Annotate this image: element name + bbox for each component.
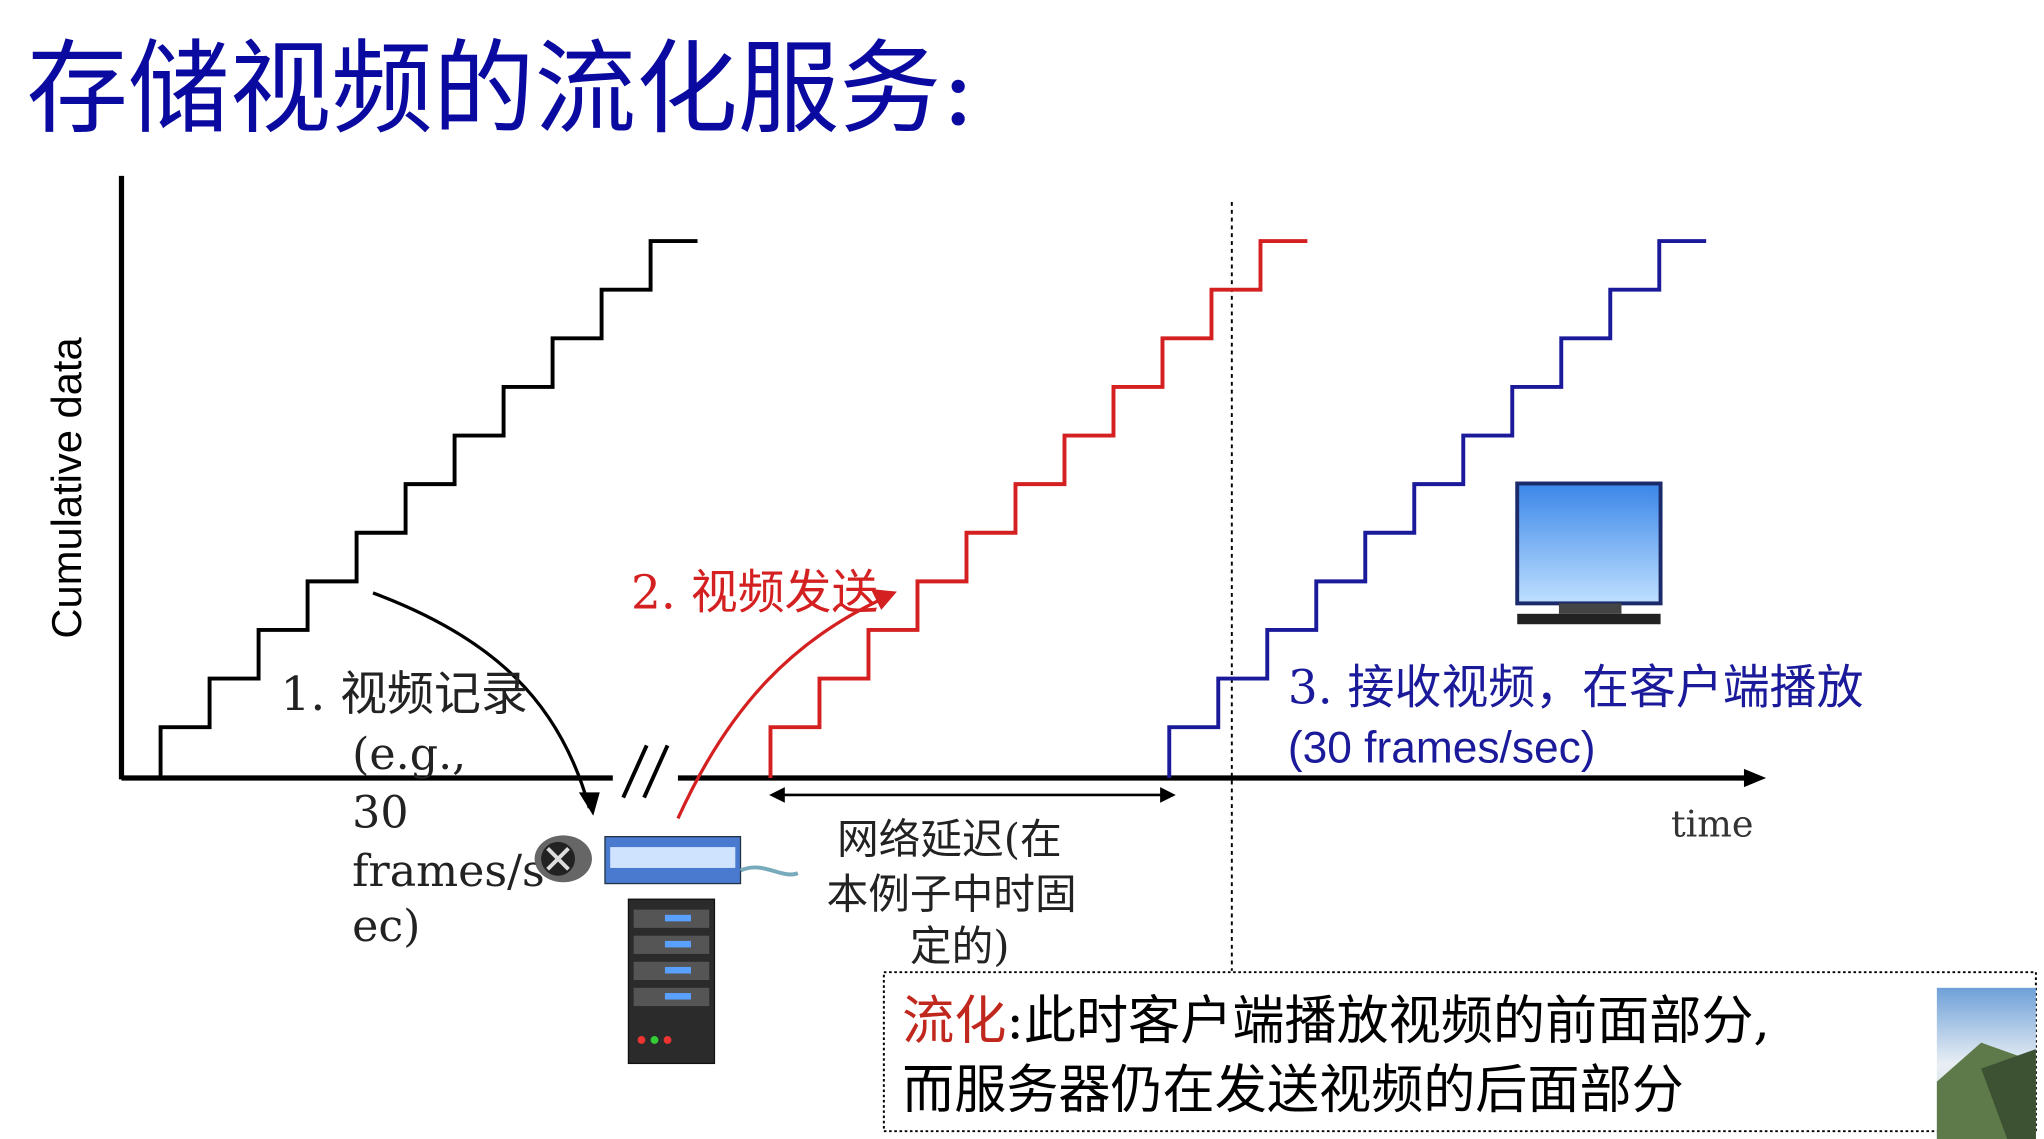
svg-text:30: 30 xyxy=(352,788,408,839)
record-stair-curve xyxy=(158,239,698,779)
svg-text:定的): 定的) xyxy=(910,921,1010,970)
send-stair-curve xyxy=(768,239,1308,779)
server-icon xyxy=(627,898,716,1065)
step3-rate: (30 frames/sec) xyxy=(1288,723,1596,772)
monitor-icon xyxy=(1515,481,1663,625)
y-axis-label: Cumulative data xyxy=(43,337,90,639)
landscape-photo-icon xyxy=(1936,987,2036,1139)
send-arrow xyxy=(676,595,888,820)
svg-text:ec): ec) xyxy=(352,901,420,952)
svg-text:(e.g.,: (e.g., xyxy=(352,729,466,780)
svg-text:frames/s: frames/s xyxy=(352,846,545,897)
svg-text:本例子中时固: 本例子中时固 xyxy=(827,869,1077,918)
note-line1: 流化:此时客户端播放视频的前面部分, xyxy=(902,992,1770,1052)
network-delay-label: 网络延迟(在 xyxy=(837,815,1062,864)
step3-label: 3. 接收视频，在客户端播放 xyxy=(1288,661,1864,716)
record-arrow xyxy=(372,591,591,809)
x-axis-arrow-icon xyxy=(1743,768,1767,788)
film-reel-icon xyxy=(534,835,799,885)
step1-label: 1. 视频记录 xyxy=(280,667,527,722)
slide-title: 存储视频的流化服务: xyxy=(26,30,975,148)
note-line2: 而服务器仍在发送视频的后面部分 xyxy=(902,1061,1684,1121)
x-axis-label: time xyxy=(1671,803,1753,846)
receive-stair-curve xyxy=(1167,239,1707,779)
step2-label: 2. 视频发送 xyxy=(631,566,878,621)
axis-break-icon xyxy=(621,744,649,799)
